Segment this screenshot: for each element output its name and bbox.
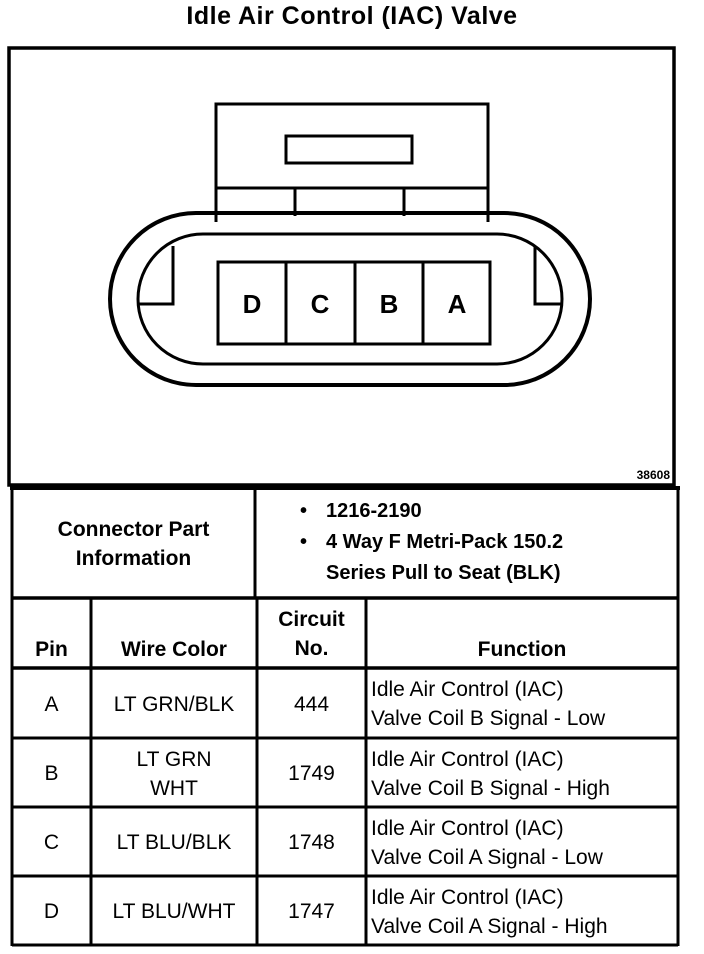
function-line2: Valve Coil A Signal - High <box>371 914 608 938</box>
connector-info-label-line1: Connector Part <box>57 518 210 541</box>
table-row-a-circuit: 444 <box>293 692 330 716</box>
pin-label-a: A <box>448 289 467 319</box>
function-line2: Valve Coil A Signal - Low <box>371 845 603 869</box>
table-row-d-wire-color: LT BLU/WHT <box>91 878 257 945</box>
connector-info-label-line2: Information <box>75 547 192 570</box>
header-pin: Pin <box>35 638 68 661</box>
wire-color-line1: LT GRN/BLK <box>113 692 235 716</box>
table-row-b-function: Idle Air Control (IAC) Valve Coil B Sign… <box>366 740 678 807</box>
wire-color-line2: WHT <box>150 776 198 800</box>
pin-label-b: B <box>380 289 399 319</box>
page-title: Idle Air Control (IAC) Valve <box>186 2 518 30</box>
list-item: • 4 Way F Metri-Pack 150.2 Series Pull t… <box>296 527 563 589</box>
table-row-c-pin: C <box>43 831 60 854</box>
table-row-d-pin: D <box>43 900 60 923</box>
header-circuit-line2: No. <box>294 637 329 660</box>
table-row-a-wire-color: LT GRN/BLK <box>91 670 257 738</box>
table-row-c-circuit: 1748 <box>288 831 335 854</box>
list-item: • 1216-2190 <box>296 496 563 527</box>
pin-label-c: C <box>311 289 330 319</box>
connector-body-outer <box>108 211 592 387</box>
table-row-c-wire-color: LT BLU/BLK <box>91 809 257 876</box>
table-row-b-wire-color: LT GRN WHT <box>91 740 257 807</box>
table-row-d-circuit: 1747 <box>288 900 335 923</box>
table-row-b-pin: B <box>44 762 59 785</box>
function-line1: Idle Air Control (IAC) <box>371 747 564 771</box>
header-function: Function <box>477 638 567 661</box>
function-line1: Idle Air Control (IAC) <box>371 885 564 909</box>
latch-slot <box>284 134 414 165</box>
connector-body-inner <box>136 232 564 366</box>
connector-info-list: • 1216-2190 • 4 Way F Metri-Pack 150.2 S… <box>296 496 563 589</box>
table-row-b-circuit: 1749 <box>288 762 335 785</box>
left-key <box>137 246 175 306</box>
table-row-a-function: Idle Air Control (IAC) Valve Coil B Sign… <box>366 670 678 738</box>
function-line2: Valve Coil B Signal - Low <box>371 707 606 730</box>
table-row-c-function: Idle Air Control (IAC) Valve Coil A Sign… <box>366 809 678 876</box>
bullet-icon: • <box>300 500 308 522</box>
connector-info-label: Connector Part Information <box>12 490 255 598</box>
wire-color-line1: LT GRN <box>136 747 212 771</box>
right-key <box>533 246 562 306</box>
wire-color-line1: LT BLU/BLK <box>116 831 232 854</box>
table-row-d-function: Idle Air Control (IAC) Valve Coil A Sign… <box>366 878 678 945</box>
connector-latch <box>214 102 490 222</box>
figure-frame <box>7 46 676 487</box>
header-wire-color: Wire Color <box>121 638 227 661</box>
function-line2: Valve Coil B Signal - High <box>371 776 610 800</box>
pin-label-d: D <box>243 289 262 319</box>
figure-number: 38608 <box>637 468 671 482</box>
part-number: 1216-2190 <box>326 500 422 522</box>
function-line1: Idle Air Control (IAC) <box>371 816 564 840</box>
connector-type: 4 Way F Metri-Pack 150.2 Series Pull to … <box>326 531 564 584</box>
table-row-a-pin: A <box>44 692 59 716</box>
header-circuit-no: Circuit No. <box>257 600 366 668</box>
header-circuit-line1: Circuit <box>278 608 345 631</box>
wire-color-line1: LT BLU/WHT <box>112 900 236 923</box>
bullet-icon: • <box>300 531 308 553</box>
function-line1: Idle Air Control (IAC) <box>371 678 564 701</box>
